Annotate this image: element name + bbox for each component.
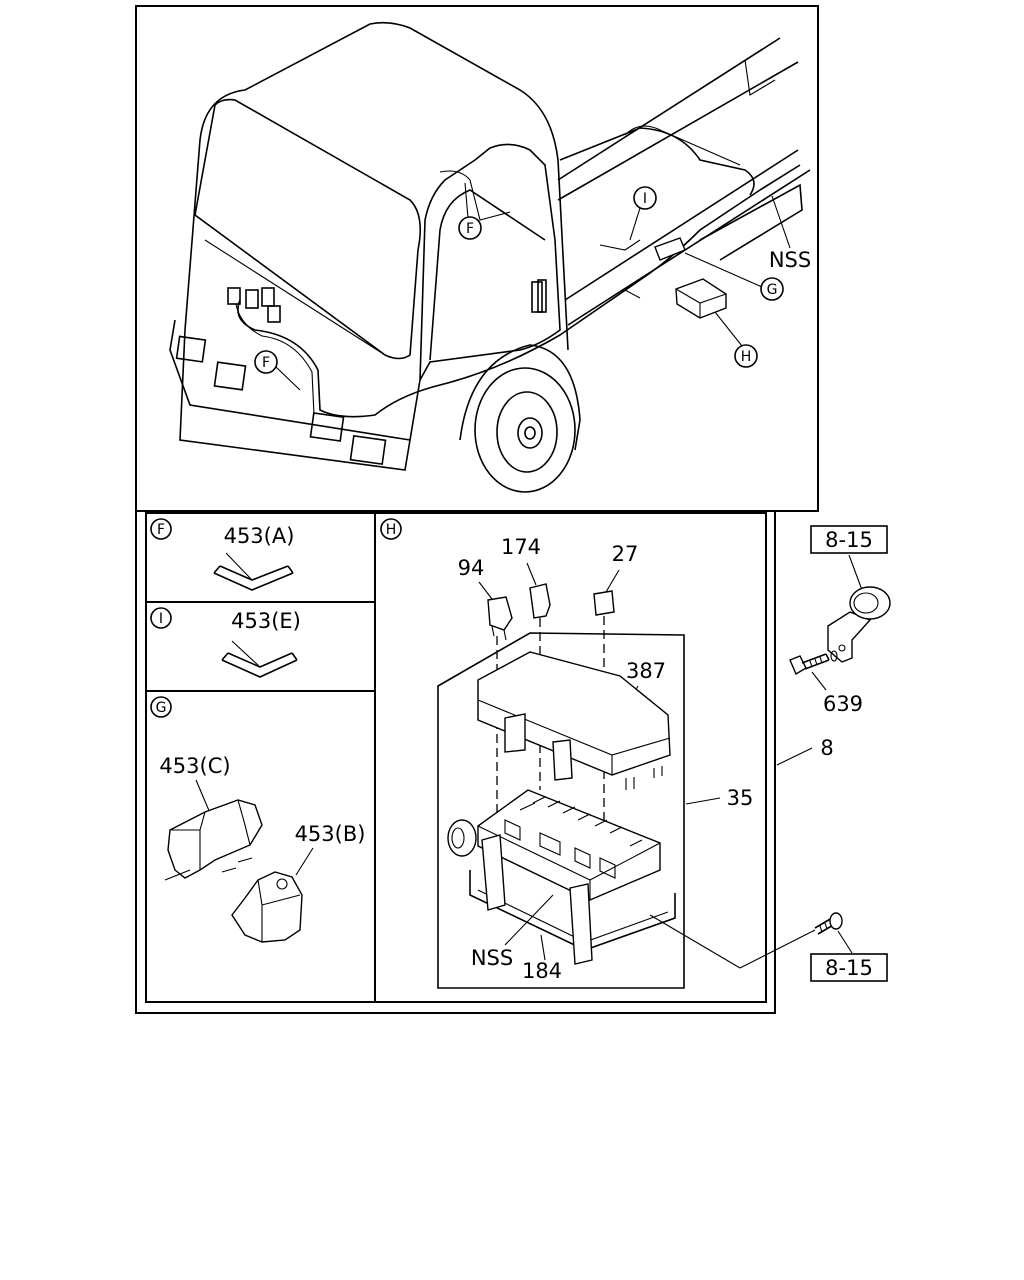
- fuse-27: [593, 590, 615, 616]
- callout-i: I: [629, 186, 657, 241]
- panel-i: I 453(E): [150, 607, 301, 678]
- callout-h: H: [714, 311, 758, 368]
- svg-text:H: H: [741, 349, 752, 365]
- svg-text:G: G: [156, 700, 167, 716]
- callout-f-front: F: [254, 350, 301, 391]
- truck-drawing: [169, 21, 811, 493]
- ref-box-bottom: [810, 953, 888, 982]
- relay-94: [487, 596, 513, 631]
- svg-text:453(A): 453(A): [224, 524, 295, 548]
- clip-453e: [221, 652, 298, 678]
- svg-text:8-15: 8-15: [825, 956, 873, 980]
- svg-text:I: I: [159, 611, 163, 627]
- detail-frame: [145, 512, 767, 1003]
- ref-box-top: [810, 525, 888, 554]
- svg-text:F: F: [157, 522, 165, 538]
- svg-text:I: I: [643, 191, 647, 207]
- cab-door: [419, 143, 561, 381]
- leader-to-fuse-block: [649, 914, 741, 969]
- svg-text:35: 35: [727, 786, 754, 810]
- wire-harness-upper: [559, 127, 755, 196]
- side-parts: 8-15 639 8 8-15: [649, 525, 891, 982]
- svg-text:8-15: 8-15: [825, 528, 873, 552]
- top-view-frame: [135, 5, 819, 512]
- svg-text:H: H: [386, 522, 397, 538]
- fuse-box-frame-35: [437, 632, 685, 989]
- wire-harness-main: [237, 164, 801, 418]
- svg-text:F: F: [262, 355, 270, 371]
- svg-text:8: 8: [820, 736, 833, 760]
- panel-h: H 94 174 27 35 387: [380, 518, 754, 989]
- panel-g: G 453(C) 453(B): [150, 696, 366, 943]
- windshield: [194, 98, 421, 360]
- cab-front: [179, 329, 421, 471]
- svg-text:F: F: [466, 221, 474, 237]
- svg-text:184: 184: [522, 959, 562, 983]
- relay-box-g: [654, 237, 686, 261]
- clamp-bracket: [827, 611, 872, 663]
- fender: [459, 344, 581, 451]
- clip-453a: [213, 565, 294, 591]
- fuse-174: [529, 583, 551, 619]
- svg-text:NSS: NSS: [471, 946, 513, 970]
- bolt-639: [789, 650, 838, 676]
- svg-text:NSS: NSS: [769, 248, 811, 272]
- label-nss-top: NSS: [769, 195, 811, 272]
- screw-8-15: [814, 912, 843, 935]
- chassis-rail-upper: [557, 37, 781, 181]
- front-wheel: [474, 367, 576, 493]
- svg-text:174: 174: [501, 535, 541, 559]
- svg-text:27: 27: [612, 542, 639, 566]
- bracket-453b: [231, 871, 303, 943]
- svg-text:453(B): 453(B): [295, 822, 366, 846]
- fuse-box-cover-387: [477, 651, 671, 776]
- svg-text:G: G: [767, 282, 778, 298]
- fuse-box-h: [675, 278, 727, 319]
- bracket-453c: [167, 799, 263, 879]
- svg-text:453(E): 453(E): [231, 609, 301, 633]
- svg-text:639: 639: [823, 692, 863, 716]
- cab-outline: [184, 21, 569, 351]
- svg-text:94: 94: [458, 556, 485, 580]
- chassis-rail-lower: [564, 149, 799, 301]
- svg-text:453(C): 453(C): [159, 754, 230, 778]
- callout-f-top: F: [458, 182, 482, 240]
- panel-f: F 453(A): [150, 518, 295, 591]
- outer-frame: [135, 511, 776, 1014]
- svg-text:387: 387: [626, 659, 666, 683]
- callout-g: G: [684, 252, 784, 301]
